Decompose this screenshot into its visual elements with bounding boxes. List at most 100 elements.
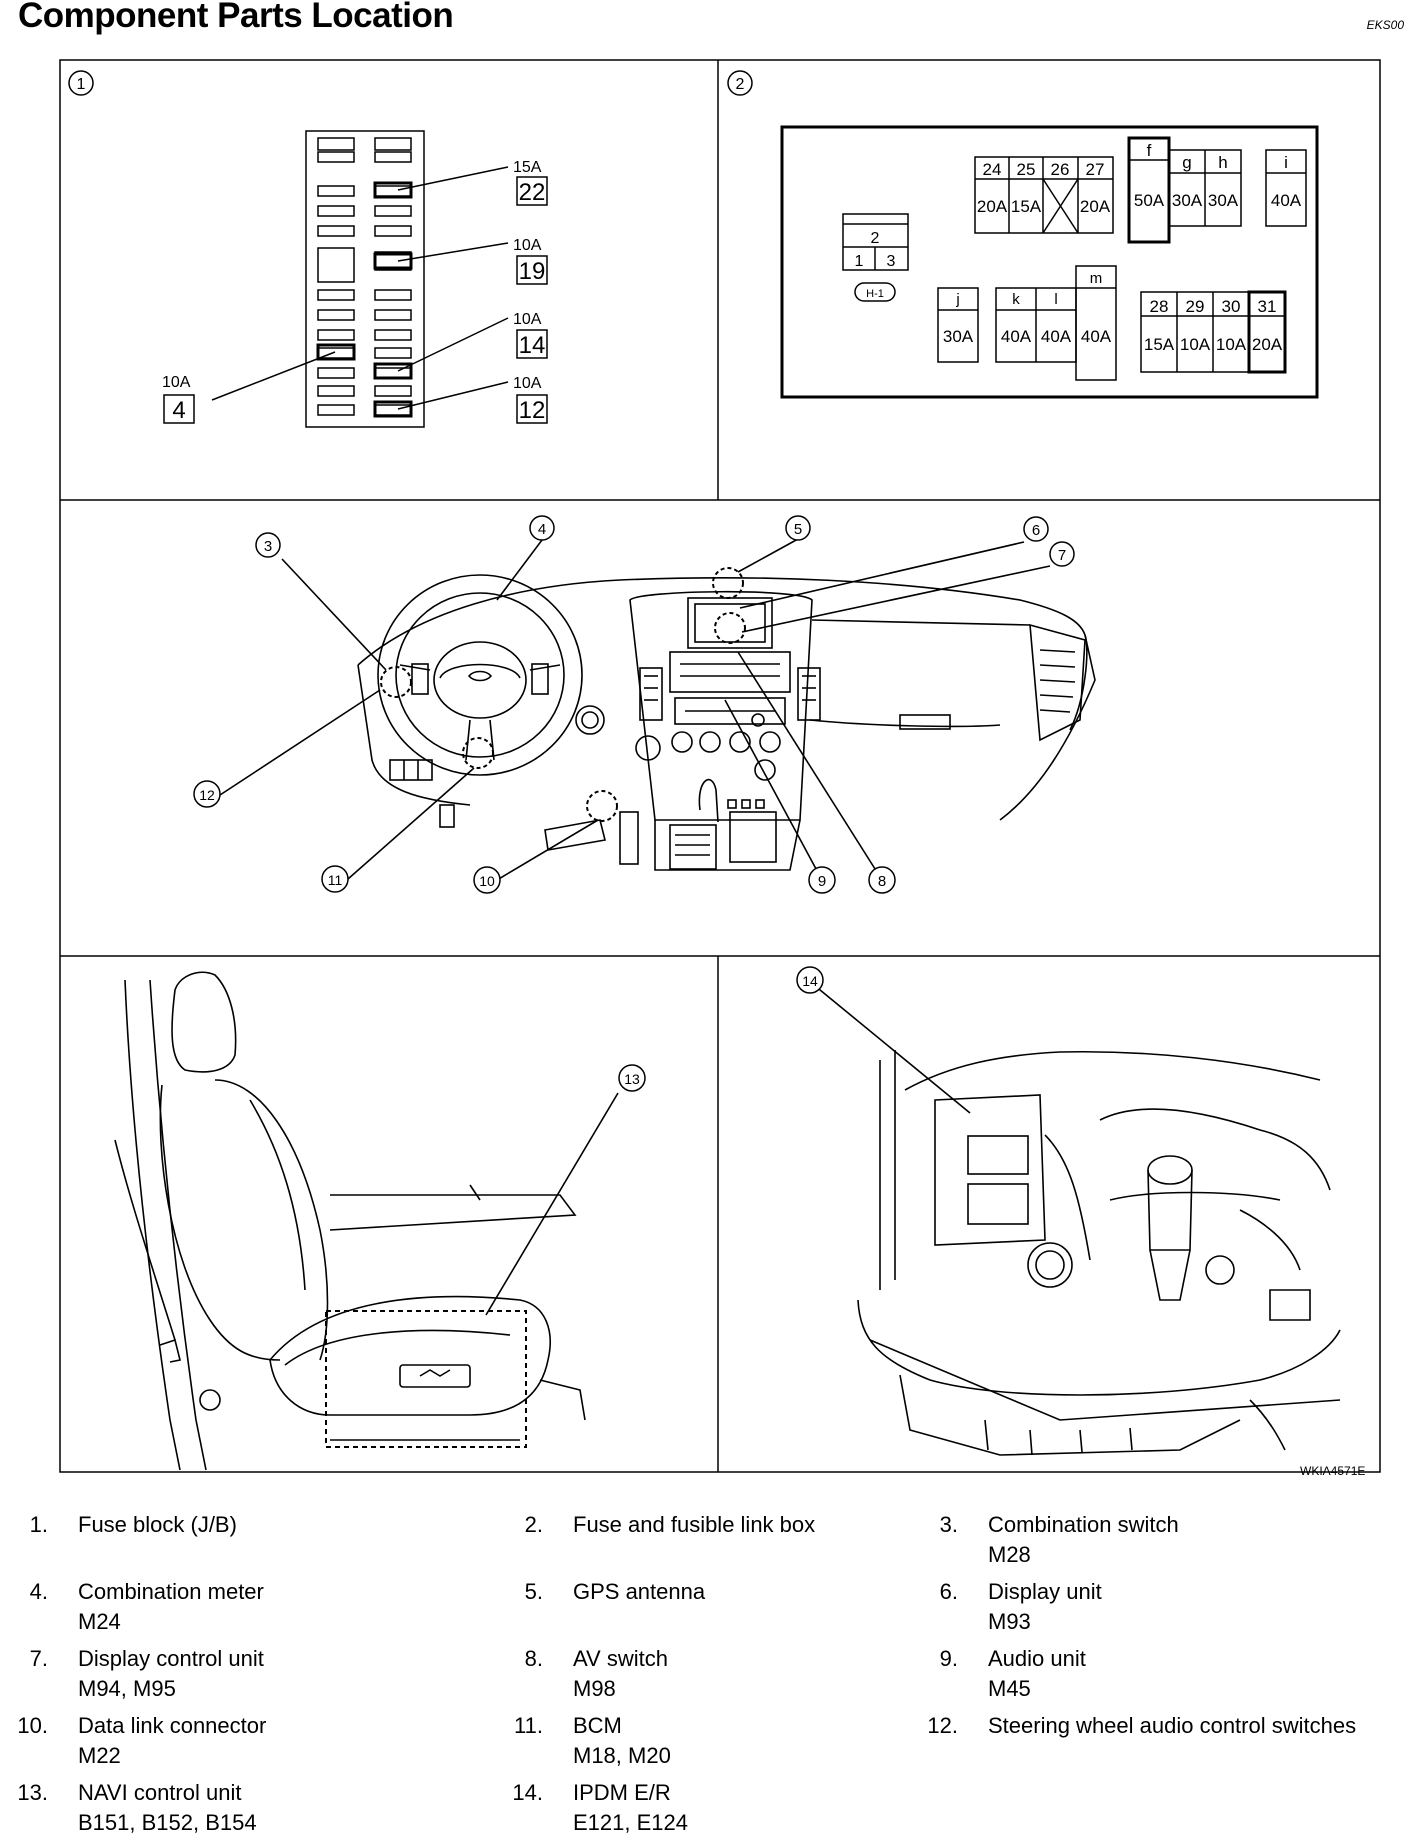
svg-text:13: 13 xyxy=(624,1071,640,1087)
callout-3: 3 xyxy=(255,532,281,558)
callout-7: 7 xyxy=(1049,541,1075,567)
svg-text:j: j xyxy=(955,291,959,308)
panel-frames xyxy=(59,59,1381,1473)
legend-connector: M93 xyxy=(988,1609,1031,1634)
seat-drawing xyxy=(114,971,619,1471)
legend-name: AV switch xyxy=(573,1646,668,1671)
page-title: Component Parts Location xyxy=(18,0,454,35)
svg-text:k: k xyxy=(1012,291,1020,308)
legend-number: 3. xyxy=(939,1512,958,1537)
svg-text:24: 24 xyxy=(983,160,1002,179)
svg-text:11: 11 xyxy=(328,872,343,888)
svg-text:26: 26 xyxy=(1051,160,1070,179)
legend-number: 6. xyxy=(939,1579,958,1604)
svg-text:30A: 30A xyxy=(943,327,974,346)
svg-text:30A: 30A xyxy=(1172,191,1203,210)
callout-5: 5 xyxy=(785,515,811,541)
svg-text:40A: 40A xyxy=(1001,327,1032,346)
svg-text:12: 12 xyxy=(199,787,215,803)
svg-text:10: 10 xyxy=(479,873,495,889)
callout-11: 11 xyxy=(321,865,349,893)
fuse-labels: 15A 22 10A 19 10A 14 10A 4 10A 12 xyxy=(162,159,548,424)
svg-text:20A: 20A xyxy=(1252,335,1283,354)
svg-text:50A: 50A xyxy=(1134,191,1165,210)
legend-name: GPS antenna xyxy=(573,1579,706,1604)
legend-number: 10. xyxy=(17,1713,48,1738)
legend-number: 8. xyxy=(524,1646,543,1671)
svg-text:10A: 10A xyxy=(513,237,542,254)
svg-text:25: 25 xyxy=(1017,160,1036,179)
legend-name: IPDM E/R xyxy=(573,1780,671,1805)
legend-number: 2. xyxy=(524,1512,543,1537)
figure-code: WKIA4571E xyxy=(1300,1464,1366,1478)
svg-text:31: 31 xyxy=(1258,297,1277,316)
svg-text:8: 8 xyxy=(878,873,886,890)
legend-connector: M45 xyxy=(988,1676,1031,1701)
svg-text:10A: 10A xyxy=(1216,335,1247,354)
svg-text:4: 4 xyxy=(538,521,546,538)
svg-text:3: 3 xyxy=(264,538,272,555)
legend-name: BCM xyxy=(573,1713,622,1738)
svg-text:i: i xyxy=(1284,153,1288,172)
legend-number: 7. xyxy=(29,1646,48,1671)
component-legend: 1. Fuse block (J/B) 2. Fuse and fusible … xyxy=(0,1500,1408,1836)
svg-text:2: 2 xyxy=(736,76,745,93)
legend-connector: M28 xyxy=(988,1542,1031,1567)
callout-8: 8 xyxy=(868,866,896,894)
svg-text:30: 30 xyxy=(1222,297,1241,316)
legend-name: Combination meter xyxy=(78,1579,264,1604)
svg-text:h: h xyxy=(1218,153,1227,172)
legend-name: NAVI control unit xyxy=(78,1780,242,1805)
svg-text:12: 12 xyxy=(519,397,546,424)
svg-text:10A: 10A xyxy=(1180,335,1211,354)
panel-2-number: 2 xyxy=(727,70,753,96)
legend-name: Steering wheel audio control switches xyxy=(988,1713,1357,1738)
legend-name: Audio unit xyxy=(988,1646,1086,1671)
svg-text:f: f xyxy=(1147,141,1152,160)
callout-10: 10 xyxy=(473,866,501,894)
legend-name: Fuse block (J/B) xyxy=(78,1512,237,1537)
svg-text:14: 14 xyxy=(519,332,546,359)
callout-12: 12 xyxy=(193,780,221,808)
svg-text:40A: 40A xyxy=(1041,327,1072,346)
svg-text:1: 1 xyxy=(855,253,864,270)
svg-text:5: 5 xyxy=(794,521,802,538)
legend-number: 13. xyxy=(17,1780,48,1805)
fusible-link-box: 2 1 3 H-1 24 25 26 27 20A 15A 20A xyxy=(780,125,1319,399)
legend-connector: M22 xyxy=(78,1743,121,1768)
svg-text:7: 7 xyxy=(1058,547,1066,564)
svg-text:30A: 30A xyxy=(1208,191,1239,210)
legend-connector: M94, M95 xyxy=(78,1676,176,1701)
svg-text:1: 1 xyxy=(77,76,86,93)
svg-text:20A: 20A xyxy=(1080,197,1111,216)
svg-text:9: 9 xyxy=(818,873,826,890)
svg-text:15A: 15A xyxy=(1011,197,1042,216)
svg-text:H-1: H-1 xyxy=(866,288,884,300)
callout-4: 4 xyxy=(529,515,555,541)
legend-number: 12. xyxy=(927,1713,958,1738)
legend-name: Fuse and fusible link box xyxy=(573,1512,816,1537)
svg-text:3: 3 xyxy=(887,253,896,270)
component-location-figure: 1 2 xyxy=(59,59,1381,1473)
instrument-panel-drawing xyxy=(219,538,1096,881)
svg-text:29: 29 xyxy=(1186,297,1205,316)
legend-name: Display control unit xyxy=(78,1646,264,1671)
legend-name: Combination switch xyxy=(988,1512,1179,1537)
callout-14: 14 xyxy=(796,966,824,994)
svg-text:2: 2 xyxy=(871,230,880,247)
svg-text:4: 4 xyxy=(172,397,185,424)
svg-text:15A: 15A xyxy=(513,159,542,176)
legend-name: Data link connector xyxy=(78,1713,267,1738)
legend-connector: B151, B152, B154 xyxy=(78,1810,257,1835)
svg-text:10A: 10A xyxy=(162,374,191,391)
svg-text:22: 22 xyxy=(519,179,546,206)
legend-number: 14. xyxy=(512,1780,543,1805)
document-code: EKS00 xyxy=(1366,18,1404,32)
svg-text:20A: 20A xyxy=(977,197,1008,216)
svg-text:19: 19 xyxy=(519,258,546,285)
legend-connector: M18, M20 xyxy=(573,1743,671,1768)
fuse-block-drawing xyxy=(211,130,509,428)
svg-text:40A: 40A xyxy=(1081,327,1112,346)
legend-number: 4. xyxy=(29,1579,48,1604)
engine-compartment-drawing xyxy=(813,984,1341,1456)
